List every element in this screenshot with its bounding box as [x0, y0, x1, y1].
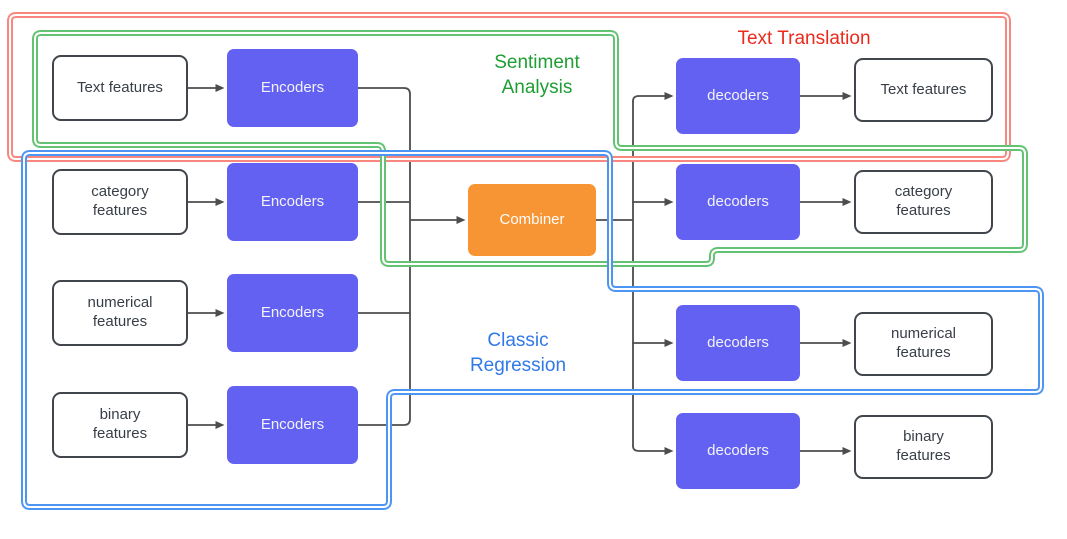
- output-node-numerical-features: numerical features: [854, 312, 993, 376]
- region-label-sentiment-analysis: Sentiment Analysis: [457, 50, 617, 100]
- region-label-classic-regression: Classic Regression: [438, 328, 598, 378]
- combiner-label: Combiner: [499, 210, 565, 228]
- encoder-4-label: Encoders: [260, 415, 325, 433]
- input-node-binary-features: binary features: [52, 392, 188, 458]
- decoder-node-2: decoders: [676, 164, 800, 240]
- encoder-node-2: Encoders: [227, 163, 358, 241]
- sentiment-analysis-outline: [32, 30, 1028, 267]
- output-category-features-label: category features: [894, 183, 953, 219]
- combiner-node: Combiner: [468, 184, 596, 256]
- arrow-combiner-to-decoder-1: [632, 92, 674, 102]
- decoder-node-3: decoders: [676, 305, 800, 381]
- decoder-3-label: decoders: [707, 333, 769, 351]
- classic-regression-text: Classic Regression: [469, 330, 567, 377]
- region-label-text-translation: Text Translation: [698, 26, 910, 51]
- sentiment-analysis-text: Sentiment Analysis: [494, 52, 580, 99]
- output-text-features-label: Text features: [880, 80, 967, 98]
- encoder-1-label: Encoders: [260, 78, 325, 96]
- decoder-node-4: decoders: [676, 413, 800, 489]
- output-node-category-features: category features: [854, 170, 993, 234]
- input-category-features-label: category features: [91, 183, 149, 219]
- encoder-3-label: Encoders: [260, 303, 325, 321]
- text-translation-text: Text Translation: [737, 28, 871, 49]
- encoder-node-4: Encoders: [227, 386, 358, 464]
- encoder-node-1: Encoders: [227, 49, 358, 127]
- classic-regression-outline: [21, 150, 1044, 510]
- input-numerical-features-label: numerical features: [87, 294, 153, 330]
- decoder-1-label: decoders: [707, 86, 769, 104]
- decoder-4-label: decoders: [707, 441, 769, 459]
- output-numerical-features-label: numerical features: [890, 325, 957, 361]
- decoder-node-1: decoders: [676, 58, 800, 134]
- input-node-text-features: Text features: [52, 55, 188, 121]
- input-text-features-label: Text features: [77, 78, 163, 96]
- input-binary-features-label: binary features: [92, 406, 148, 442]
- output-binary-features-label: binary features: [896, 428, 951, 464]
- text-translation-outline: [7, 12, 1011, 162]
- encoder-2-label: Encoders: [260, 192, 325, 210]
- arrow-combiner-to-decoder-4: [632, 445, 674, 455]
- decoder-2-label: decoders: [707, 192, 769, 210]
- input-node-numerical-features: numerical features: [52, 280, 188, 346]
- input-node-category-features: category features: [52, 169, 188, 235]
- output-node-text-features: Text features: [854, 58, 993, 122]
- output-node-binary-features: binary features: [854, 415, 993, 479]
- encoder-node-3: Encoders: [227, 274, 358, 352]
